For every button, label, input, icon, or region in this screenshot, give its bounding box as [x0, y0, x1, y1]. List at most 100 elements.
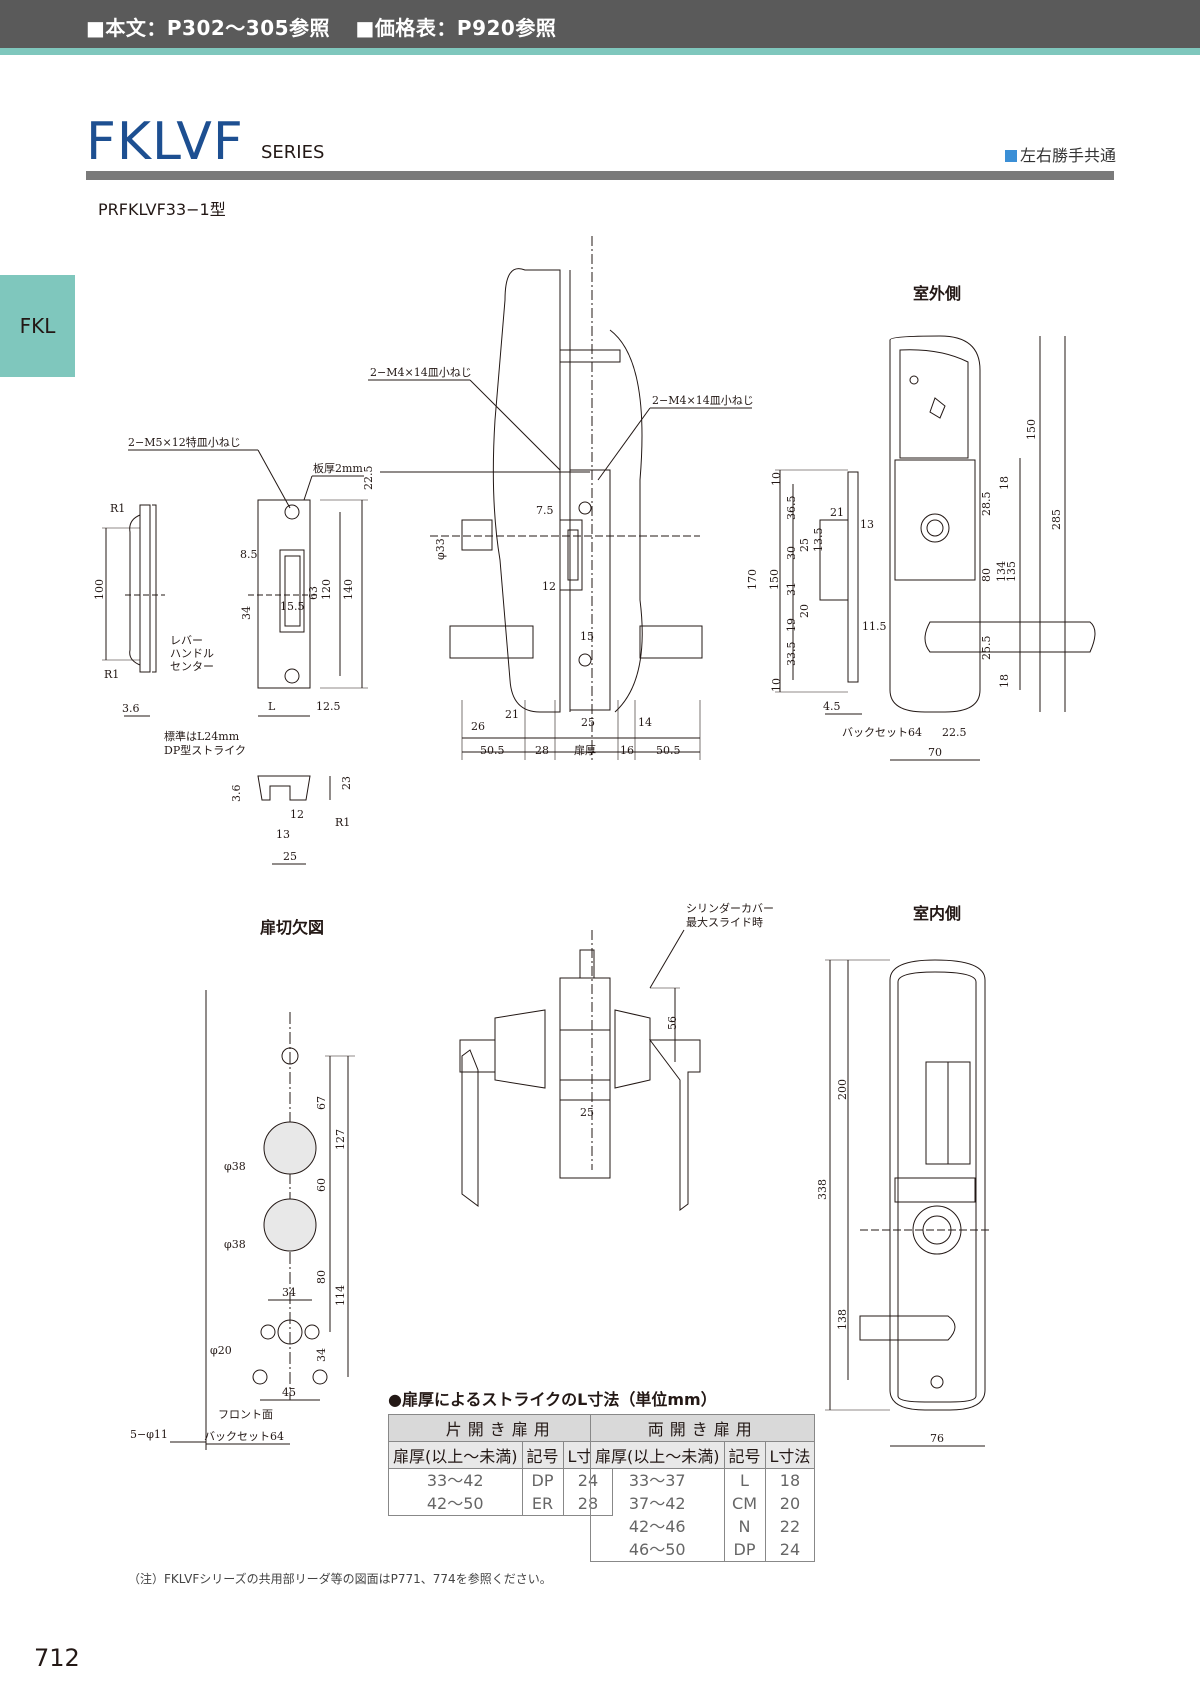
table-cell: 46〜50 — [590, 1538, 725, 1562]
header-accent — [0, 48, 1200, 55]
svg-text:134: 134 — [995, 561, 1008, 582]
five-holes-label: 5−φ11 — [130, 1428, 168, 1441]
cylinder-cover-label-1: シリンダーカバー — [686, 901, 774, 915]
svg-text:80: 80 — [315, 1270, 328, 1284]
svg-text:114: 114 — [334, 1285, 347, 1306]
label-outdoor: 室外側 — [913, 284, 962, 303]
table-cell: 37〜42 — [590, 1492, 725, 1515]
page-number: 712 — [34, 1644, 80, 1672]
table-cell: CM — [723, 1492, 766, 1515]
svg-text:138: 138 — [836, 1309, 849, 1330]
svg-text:30: 30 — [785, 546, 798, 560]
outdoor-elevation: 170 150 10 36.5 30 31 19 33.5 10 25 20 1… — [746, 335, 1096, 761]
svg-text:22.5: 22.5 — [362, 466, 375, 491]
table-cell: 18 — [764, 1468, 816, 1492]
svg-text:10: 10 — [770, 472, 783, 486]
backset-label: バックセット64 — [204, 1430, 284, 1443]
svg-text:80: 80 — [980, 568, 993, 582]
svg-text:21: 21 — [830, 506, 844, 519]
svg-text:33.5: 33.5 — [785, 642, 798, 667]
svg-text:50.5: 50.5 — [480, 744, 505, 757]
label-indoor: 室内側 — [913, 904, 962, 923]
svg-text:150: 150 — [1025, 419, 1038, 440]
table-cell: 20 — [764, 1492, 816, 1515]
svg-text:127: 127 — [334, 1129, 347, 1150]
svg-text:15.5: 15.5 — [280, 600, 305, 613]
r1-strike-bottom: R1 — [335, 816, 350, 829]
svg-text:13: 13 — [860, 518, 874, 531]
table-cell: 22 — [764, 1515, 816, 1538]
table-cell: DP — [521, 1468, 564, 1492]
table-cell: 42〜46 — [590, 1515, 725, 1538]
single-door-table: 片開き扉用 扉厚(以上〜未満) 記号 L寸法 33〜42 DP 24 42〜50… — [387, 1414, 614, 1516]
svg-text:28: 28 — [535, 744, 549, 757]
table-cell: 42〜50 — [388, 1492, 523, 1516]
svg-text:150: 150 — [768, 569, 781, 590]
svg-text:25: 25 — [580, 1106, 594, 1119]
svg-text:56: 56 — [666, 1016, 679, 1030]
svg-text:4.5: 4.5 — [823, 700, 841, 713]
svg-text:45: 45 — [282, 1386, 296, 1399]
svg-text:25: 25 — [798, 538, 811, 552]
plate-thickness-label: 板厚2mm — [313, 461, 363, 475]
svg-text:67: 67 — [315, 1096, 328, 1110]
phi38-label-b: φ38 — [224, 1238, 246, 1251]
screw-m5-label: 2−M5×12特皿小ねじ — [128, 435, 241, 449]
svg-text:25: 25 — [283, 850, 297, 863]
svg-text:34: 34 — [282, 1286, 296, 1299]
svg-text:34: 34 — [240, 606, 253, 620]
svg-text:28.5: 28.5 — [980, 492, 993, 517]
svg-text:26: 26 — [471, 720, 485, 733]
phi20-label: φ20 — [210, 1344, 232, 1357]
handed-badge: 左右勝手共通 — [1004, 142, 1116, 166]
series-title: FKLVF — [86, 112, 244, 172]
strike-front-view: 140 120 63 34 8.5 15.5 L 12.5 2−M5×12特皿小… — [128, 435, 368, 757]
svg-text:センター: センター — [170, 660, 214, 673]
strike-table-title: ●扉厚によるストライクのL寸法（単位mm） — [388, 1390, 717, 1409]
table-cell: 33〜37 — [590, 1468, 725, 1492]
svg-text:7.5: 7.5 — [536, 504, 554, 517]
title-rule — [86, 171, 1114, 180]
svg-text:25.5: 25.5 — [980, 636, 993, 661]
svg-text:25: 25 — [581, 716, 595, 729]
square-icon — [1004, 150, 1017, 162]
table-cell: N — [723, 1515, 766, 1538]
double-door-table: 両開き扉用 扉厚(以上〜未満) 記号 L寸法 33〜37 L 18 37〜42 … — [589, 1414, 816, 1562]
svg-text:21: 21 — [505, 708, 519, 721]
ref-price: ■価格表：P920参照 — [355, 16, 557, 40]
svg-text:50.5: 50.5 — [656, 744, 681, 757]
table-cell: L — [723, 1468, 766, 1492]
svg-text:13: 13 — [276, 828, 290, 841]
svg-text:34: 34 — [315, 1348, 328, 1362]
svg-text:120: 120 — [320, 579, 333, 600]
table-cell: 24 — [764, 1538, 816, 1562]
strike-bottom-view: 23 3.6 12 13 25 R1 — [230, 775, 353, 865]
table-cell: ER — [521, 1492, 564, 1516]
svg-text:標準はL24mm: 標準はL24mm — [164, 729, 240, 743]
svg-text:338: 338 — [816, 1179, 829, 1200]
svg-text:19: 19 — [785, 618, 798, 632]
svg-text:76: 76 — [930, 1432, 944, 1445]
svg-text:18: 18 — [998, 674, 1011, 688]
svg-text:22.5: 22.5 — [942, 726, 967, 739]
svg-text:18: 18 — [998, 476, 1011, 490]
header-refs: ■本文：P302〜305参照 ■価格表：P920参照 — [86, 12, 574, 41]
ref-main: ■本文：P302〜305参照 — [86, 16, 331, 40]
svg-text:23: 23 — [340, 776, 353, 790]
svg-text:100: 100 — [93, 579, 106, 600]
svg-text:170: 170 — [746, 569, 759, 590]
screw-m4-label-a: 2−M4×14皿小ねじ — [370, 366, 472, 379]
svg-text:12.5: 12.5 — [316, 700, 341, 713]
svg-text:ハンドル: ハンドル — [170, 647, 214, 660]
svg-text:20: 20 — [798, 604, 811, 618]
table-cell: 33〜42 — [388, 1468, 523, 1492]
double-group: 両開き扉用 — [589, 1414, 816, 1442]
svg-text:200: 200 — [836, 1079, 849, 1100]
indoor-elevation: 338 200 138 76 — [816, 959, 990, 1447]
label-door-cutout: 扉切欠図 — [260, 918, 325, 937]
screw-m4-label-b: 2−M4×14皿小ねじ — [652, 394, 754, 407]
single-group: 片開き扉用 — [387, 1414, 614, 1442]
cylinder-cover-label-2: 最大スライド時 — [686, 915, 763, 929]
header-bar — [0, 0, 1200, 48]
